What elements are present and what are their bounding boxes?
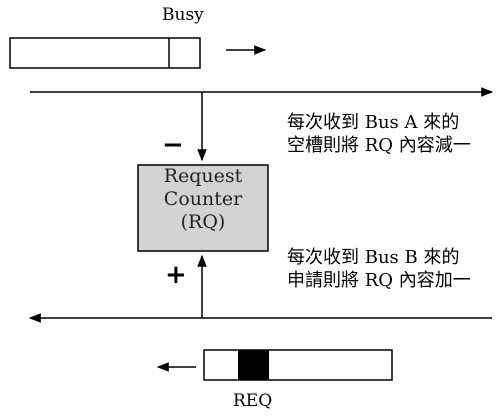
counter-label-line3: (RQ) bbox=[180, 210, 226, 233]
request-counter-label: Request Counter (RQ) bbox=[138, 165, 268, 251]
counter-label-line1: Request bbox=[163, 165, 243, 187]
busy-label: Busy bbox=[162, 5, 204, 25]
plus-sign: + bbox=[165, 260, 187, 290]
bus-b-note-line1: 每次收到 Bus B 來的 bbox=[287, 247, 460, 268]
bus-b-note-line2: 申請則將 RQ 內容加一 bbox=[287, 270, 471, 292]
req-slot-filled bbox=[238, 350, 269, 380]
bus-a-note: 每次收到 Bus A 來的 空槽則將 RQ 內容減一 bbox=[287, 111, 471, 158]
busy-register bbox=[9, 37, 201, 69]
minus-sign: − bbox=[162, 130, 184, 160]
bus-a-note-line1: 每次收到 Bus A 來的 bbox=[287, 112, 460, 133]
req-register bbox=[203, 349, 393, 381]
bus-a-note-line2: 空槽則將 RQ 內容減一 bbox=[287, 135, 471, 157]
counter-label-line2: Counter bbox=[163, 187, 243, 210]
bus-b-note: 每次收到 Bus B 來的 申請則將 RQ 內容加一 bbox=[287, 246, 471, 293]
request-counter-box bbox=[137, 164, 269, 252]
req-label: REQ bbox=[233, 391, 273, 411]
